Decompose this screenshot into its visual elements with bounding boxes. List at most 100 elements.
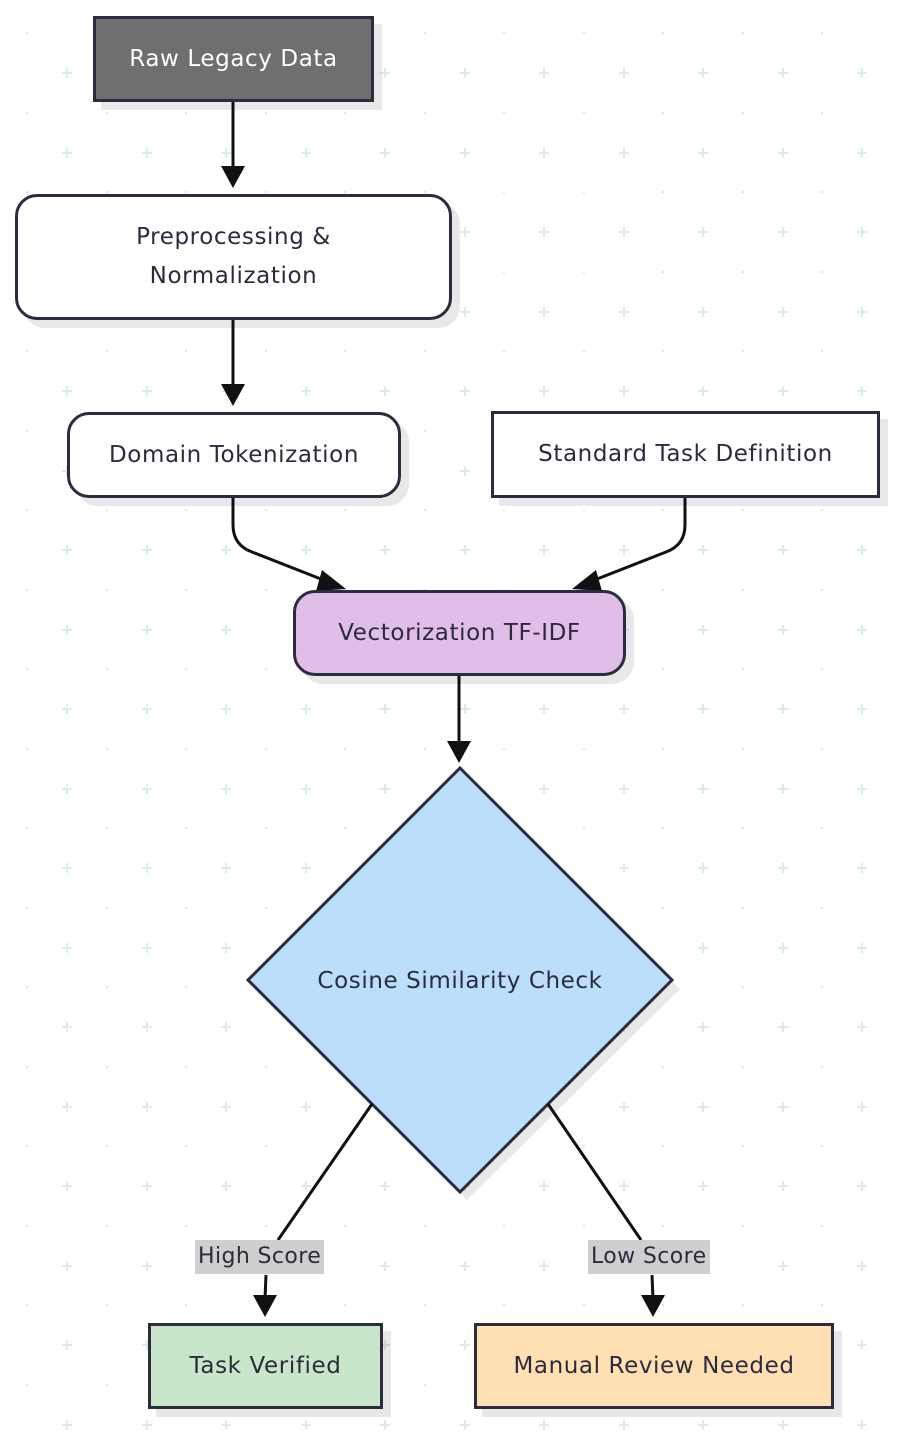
grid-plus: [619, 386, 629, 396]
grid-dot: [105, 1065, 109, 1069]
node-label: Domain Tokenization: [108, 441, 359, 468]
grid-plus: [539, 784, 549, 794]
grid-plus: [539, 1261, 549, 1271]
grid-dot: [741, 1303, 745, 1307]
grid-dot: [582, 111, 586, 115]
grid-dot: [423, 508, 427, 512]
grid-dot: [184, 747, 188, 751]
grid-dot: [582, 1224, 586, 1228]
grid-plus: [539, 545, 549, 555]
grid-dot: [820, 1303, 824, 1307]
grid-plus: [62, 1340, 72, 1350]
grid-dot: [184, 111, 188, 115]
grid-plus: [301, 148, 311, 158]
grid-dot: [502, 31, 506, 35]
grid-dot: [423, 1383, 427, 1387]
grid-plus: [619, 784, 629, 794]
grid-plus: [460, 1340, 470, 1350]
grid-plus: [62, 386, 72, 396]
grid-plus: [857, 545, 867, 555]
grid-plus: [857, 784, 867, 794]
grid-plus: [62, 943, 72, 953]
node-label: Raw Legacy Data: [129, 45, 338, 72]
grid-dot: [582, 1303, 586, 1307]
grid-plus: [142, 545, 152, 555]
grid-plus: [778, 545, 788, 555]
grid-dot: [820, 906, 824, 910]
grid-plus: [857, 307, 867, 317]
grid-dot: [264, 349, 268, 353]
grid-plus: [619, 704, 629, 714]
cosine-diamond-shape: [245, 765, 675, 1195]
grid-dot: [502, 508, 506, 512]
node-task-verified: Task Verified: [148, 1323, 383, 1409]
grid-dot: [661, 667, 665, 671]
node-label: Manual Review Needed: [513, 1352, 795, 1379]
grid-dot: [105, 826, 109, 830]
grid-dot: [820, 747, 824, 751]
grid-dot: [820, 826, 824, 830]
grid-dot: [25, 667, 29, 671]
grid-dot: [25, 588, 29, 592]
grid-dot: [661, 1303, 665, 1307]
grid-plus: [62, 784, 72, 794]
grid-dot: [343, 111, 347, 115]
grid-plus: [698, 68, 708, 78]
grid-plus: [142, 863, 152, 873]
grid-plus: [221, 784, 231, 794]
grid-plus: [778, 1102, 788, 1112]
grid-dot: [820, 349, 824, 353]
grid-dot: [105, 747, 109, 751]
grid-plus: [142, 148, 152, 158]
grid-plus: [857, 386, 867, 396]
grid-dot: [820, 31, 824, 35]
grid-dot: [820, 667, 824, 671]
grid-dot: [25, 111, 29, 115]
grid-dot: [423, 1224, 427, 1228]
grid-dot: [25, 429, 29, 433]
arrowhead: [221, 166, 245, 188]
grid-dot: [343, 349, 347, 353]
grid-plus: [142, 704, 152, 714]
grid-plus: [62, 148, 72, 158]
grid-plus: [698, 227, 708, 237]
grid-dot: [582, 508, 586, 512]
decision-diamond: [245, 765, 680, 1200]
grid-dot: [343, 747, 347, 751]
arrowhead: [447, 741, 471, 763]
grid-plus: [301, 545, 311, 555]
grid-plus: [142, 943, 152, 953]
grid-plus: [62, 863, 72, 873]
grid-dot: [105, 190, 109, 194]
grid-plus: [778, 943, 788, 953]
grid-dot: [661, 1224, 665, 1228]
grid-dot: [105, 111, 109, 115]
grid-plus: [698, 386, 708, 396]
grid-plus: [698, 863, 708, 873]
grid-dot: [661, 826, 665, 830]
grid-plus: [301, 1102, 311, 1112]
grid-dot: [184, 826, 188, 830]
grid-dot: [582, 1144, 586, 1148]
grid-dot: [105, 588, 109, 592]
grid-dot: [502, 1303, 506, 1307]
grid-plus: [619, 307, 629, 317]
grid-plus: [778, 1420, 788, 1430]
grid-plus: [857, 1022, 867, 1032]
grid-dot: [264, 190, 268, 194]
grid-plus: [221, 625, 231, 635]
grid-plus: [778, 863, 788, 873]
grid-plus: [698, 148, 708, 158]
grid-plus: [142, 386, 152, 396]
grid-plus: [778, 704, 788, 714]
grid-plus: [221, 545, 231, 555]
grid-plus: [539, 227, 549, 237]
grid-dot: [502, 747, 506, 751]
grid-plus: [221, 1181, 231, 1191]
grid-plus: [539, 1420, 549, 1430]
grid-dot: [423, 429, 427, 433]
grid-plus: [698, 545, 708, 555]
grid-dot: [264, 588, 268, 592]
grid-plus: [62, 68, 72, 78]
edge-tokenization-to-vectorization: [231, 498, 327, 583]
